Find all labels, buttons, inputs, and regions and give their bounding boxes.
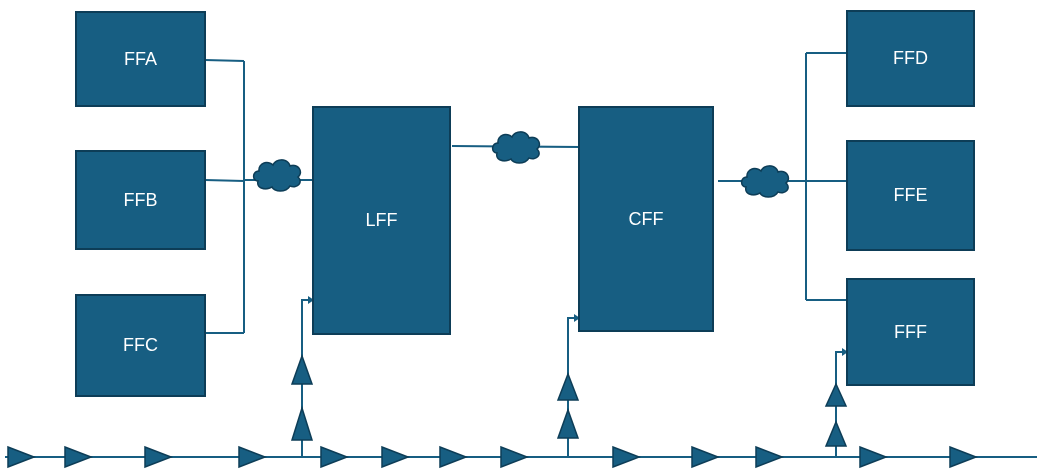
block-fff-label: FFF bbox=[894, 321, 927, 342]
buffer-arrow-icon-3 bbox=[144, 445, 174, 469]
block-lff: LFF bbox=[312, 106, 451, 335]
cloud-icon-middle bbox=[491, 131, 541, 164]
buffer-arrow-icon-12 bbox=[859, 445, 889, 469]
block-lff-label: LFF bbox=[365, 210, 398, 230]
arrowhead-icon-lff bbox=[308, 296, 314, 304]
block-cff: CFF bbox=[578, 106, 714, 332]
block-ffd-label: FFD bbox=[893, 48, 928, 68]
block-ffc-label: FFC bbox=[123, 335, 158, 355]
block-fff: FFF bbox=[846, 278, 975, 386]
block-ffe: FFE bbox=[846, 140, 975, 251]
block-ffc: FFC bbox=[75, 294, 206, 397]
buffer-up-arrow-icon-lff-2 bbox=[290, 353, 314, 385]
block-ffb: FFB bbox=[75, 150, 206, 250]
buffer-up-arrow-icon-cff-1 bbox=[556, 407, 580, 439]
buffer-arrow-icon-9 bbox=[612, 445, 642, 469]
buffer-arrow-icon-1 bbox=[7, 445, 37, 469]
buffer-arrow-icon-5 bbox=[320, 445, 350, 469]
buffer-up-arrow-icon-cff-2 bbox=[556, 371, 580, 401]
block-ffa-label: FFA bbox=[123, 48, 157, 69]
buffer-arrow-icon-2 bbox=[64, 445, 94, 469]
block-ffa: FFA bbox=[75, 11, 206, 107]
cloud-icon-right bbox=[740, 165, 790, 198]
buffer-arrow-icon-8 bbox=[500, 445, 530, 469]
buffer-arrow-icon-4 bbox=[238, 445, 268, 469]
block-cff-label: CFF bbox=[628, 208, 664, 229]
buffer-up-arrow-icon-fff-2 bbox=[824, 382, 848, 407]
buffer-arrow-icon-10 bbox=[691, 445, 721, 469]
arrowhead-icon-cff bbox=[574, 314, 580, 322]
arrowhead-icon-fff bbox=[842, 348, 848, 356]
connector-ffb bbox=[204, 179, 245, 182]
block-ffe-label: FFE bbox=[893, 185, 928, 205]
connector-ffa bbox=[204, 59, 245, 62]
cloud-icon-left bbox=[252, 159, 302, 192]
buffer-up-arrow-icon-fff-1 bbox=[824, 420, 848, 447]
block-ffb-label: FFB bbox=[123, 189, 158, 210]
buffer-up-arrow-icon-lff-1 bbox=[290, 405, 314, 441]
buffer-arrow-icon-11 bbox=[755, 445, 785, 469]
block-ffd: FFD bbox=[846, 10, 975, 107]
buffer-arrow-icon-7 bbox=[439, 445, 469, 469]
buffer-arrow-icon-6 bbox=[381, 445, 411, 469]
buffer-arrow-icon-13 bbox=[949, 445, 979, 469]
